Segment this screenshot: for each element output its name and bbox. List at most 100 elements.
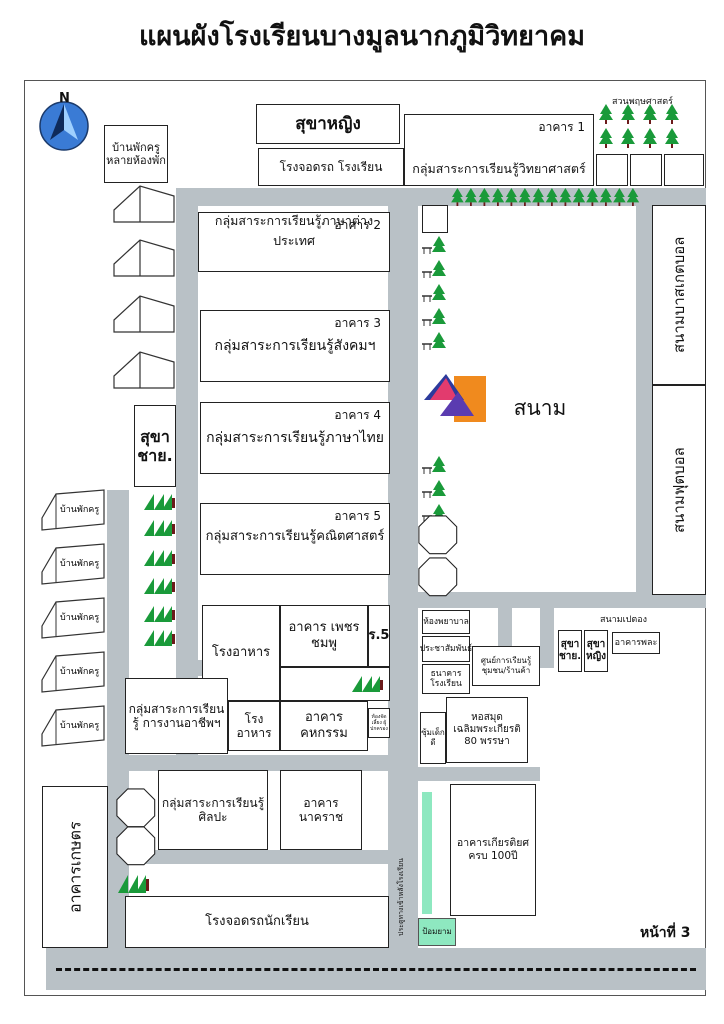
teacher-house-label: บ้านพักครู [60, 720, 99, 731]
road-center-line [56, 968, 696, 971]
phet-building: อาคาร เพชรชมพู [280, 605, 368, 667]
tree-agri [118, 875, 149, 893]
guard-kiosk: ซุ้มเด็กดี [420, 712, 446, 764]
building-2-number: อาคาร 2 [334, 218, 381, 232]
teacher-house-label: บ้านพักครู [60, 504, 99, 515]
tree-icon [586, 188, 599, 206]
building-4-number: อาคาร 4 [334, 408, 381, 422]
pr-room: ประชาสัมพันธ์ [420, 636, 472, 662]
page-number: หน้าที่ 3 [640, 925, 691, 941]
house-icon [113, 351, 175, 389]
tree-icon [665, 128, 679, 148]
tree-icon [599, 128, 613, 148]
road-field-south [388, 592, 706, 608]
road-left-vertical [176, 188, 198, 798]
house-icon [113, 239, 175, 277]
green-path [422, 792, 432, 914]
library: หอสมุดเฉลิมพระเกียรติ 80 พรรษา [446, 697, 528, 763]
tree-icon [144, 494, 175, 510]
front-gate: ป้อมยาม [418, 918, 456, 946]
canteen-2: โรงอาหาร [228, 701, 280, 751]
vocational-building: กลุ่มสาระการเรียนรู้ การงานอาชีพฯ [125, 678, 228, 754]
tree-row-top [451, 188, 640, 206]
teacher-house-label: บ้านพักครู [60, 612, 99, 623]
tree-icon [518, 188, 532, 206]
tree-garden [599, 104, 679, 148]
tree-icon [422, 308, 446, 326]
student-parking: โรงจอดรถนักเรียน [125, 896, 389, 948]
building-5: อาคาร 5 กลุ่มสาระการเรียนรู้คณิตศาสตร์ [200, 503, 390, 575]
teacher-house-icons: บ้านพักครูบ้านพักครูบ้านพักครูบ้านพักครู… [41, 489, 105, 747]
teacher-house-multi: บ้านพักครู หลายห้องพัก [104, 125, 168, 183]
small-room: ห้องจัดเลี้ยง ผู้ปกครอง [368, 708, 390, 738]
back-gate-label: ประตูทางเข้าหลังโรงเรียน [397, 858, 405, 937]
tree-icon [599, 188, 613, 206]
building-2-name: กลุ่มสาระการเรียนรู้ภาษาต่างประเทศ [214, 213, 374, 248]
tree-icon [665, 104, 679, 124]
building-4-name: กลุ่มสาระการเรียนรู้ภาษาไทย [206, 430, 384, 446]
tree-icon [422, 236, 446, 254]
tree-icon [559, 188, 572, 206]
sport-building: อาคารพละ [612, 632, 660, 654]
agriculture-building: อาคารเกษตร [42, 786, 108, 948]
tree-icon [505, 188, 518, 206]
building-4: อาคาร 4 กลุ่มสาระการเรียนรู้ภาษาไทย [200, 402, 390, 474]
building-3-number: อาคาร 3 [334, 316, 381, 330]
building-5-number: อาคาร 5 [334, 509, 381, 523]
tree-icon [545, 188, 559, 206]
tree-icon [643, 128, 657, 148]
garden-label: สวนพฤษศาสตร์ [612, 97, 673, 107]
male-restroom-2: สุขา ชาย. [558, 630, 582, 672]
house-icons-left [113, 185, 175, 389]
tree-icon [422, 284, 446, 302]
teacher-house-icon: บ้านพักครู [41, 543, 105, 585]
tree-icon [572, 188, 586, 206]
kahakam-building: อาคาร คหกรรม [280, 701, 368, 751]
arts-building: กลุ่มสาระการเรียนรู้ ศิลปะ [158, 770, 268, 850]
school-parking: โรงจอดรถ โรงเรียน [258, 148, 404, 186]
tree-icon [478, 188, 491, 206]
building-3-name: กลุ่มสาระการเรียนรู้สังคมฯ [214, 338, 376, 354]
road-lower-horizontal [107, 850, 389, 864]
female-restroom: สุขาหญิง [256, 104, 400, 144]
north-arrow-icon: N [39, 91, 89, 151]
road-service-b [540, 608, 554, 668]
building-2: อาคาร 2 กลุ่มสาระการเรียนรู้ภาษาต่างประเ… [198, 212, 390, 272]
tree-icon [626, 188, 640, 206]
svg-text:N: N [59, 91, 70, 106]
tree-icon [599, 104, 613, 124]
road-center-vertical [388, 188, 418, 948]
tree-canteen [352, 676, 383, 692]
building-1: อาคาร 1 กลุ่มสาระการเรียนรู้วิทยาศาสตร์ [404, 114, 594, 186]
male-restroom: สุขา ชาย. [134, 405, 176, 487]
tree-icon [464, 188, 478, 206]
teacher-house-icon: บ้านพักครู [41, 705, 105, 747]
field-small-box [422, 205, 448, 233]
tree-icon [422, 332, 446, 350]
road-service-horizontal [418, 767, 540, 781]
tree-icon [491, 188, 505, 206]
tree-icon [643, 104, 657, 124]
octagon-pavilions-field [418, 515, 458, 597]
resource-center: ศูนย์การเรียนรู้ ชุมชน/ร้านค้า [472, 646, 540, 686]
tent-icon [424, 374, 486, 422]
building-1-name: กลุ่มสาระการเรียนรู้วิทยาศาสตร์ [412, 161, 586, 176]
road-service-a [498, 608, 512, 648]
nakkarat-building: อาคาร นาคราช [280, 770, 362, 850]
tree-icon [621, 104, 635, 124]
female-restroom-2: สุขา หญิง [584, 630, 608, 672]
field-label: สนาม [513, 396, 567, 420]
house-icon [113, 185, 175, 223]
petanque-label: สนามเปตอง [600, 615, 648, 625]
basketball-court: สนามบาสเกตบอล [652, 205, 706, 385]
tree-icon [422, 480, 446, 498]
teacher-house-icon: บ้านพักครู [41, 597, 105, 639]
garden-box-3 [664, 154, 704, 186]
page-title: แผนผังโรงเรียนบางมูลนากภูมิวิทยาคม [138, 21, 586, 52]
garden-box-1 [596, 154, 628, 186]
bank-room: ธนาคารโรงเรียน [422, 664, 470, 694]
tree-icon [422, 456, 446, 474]
road-east-vertical [636, 188, 652, 608]
building-5-name: กลุ่มสาระการเรียนรู้คณิตศาสตร์ [205, 529, 385, 544]
football-field: สนามฟุตบอล [652, 385, 706, 595]
